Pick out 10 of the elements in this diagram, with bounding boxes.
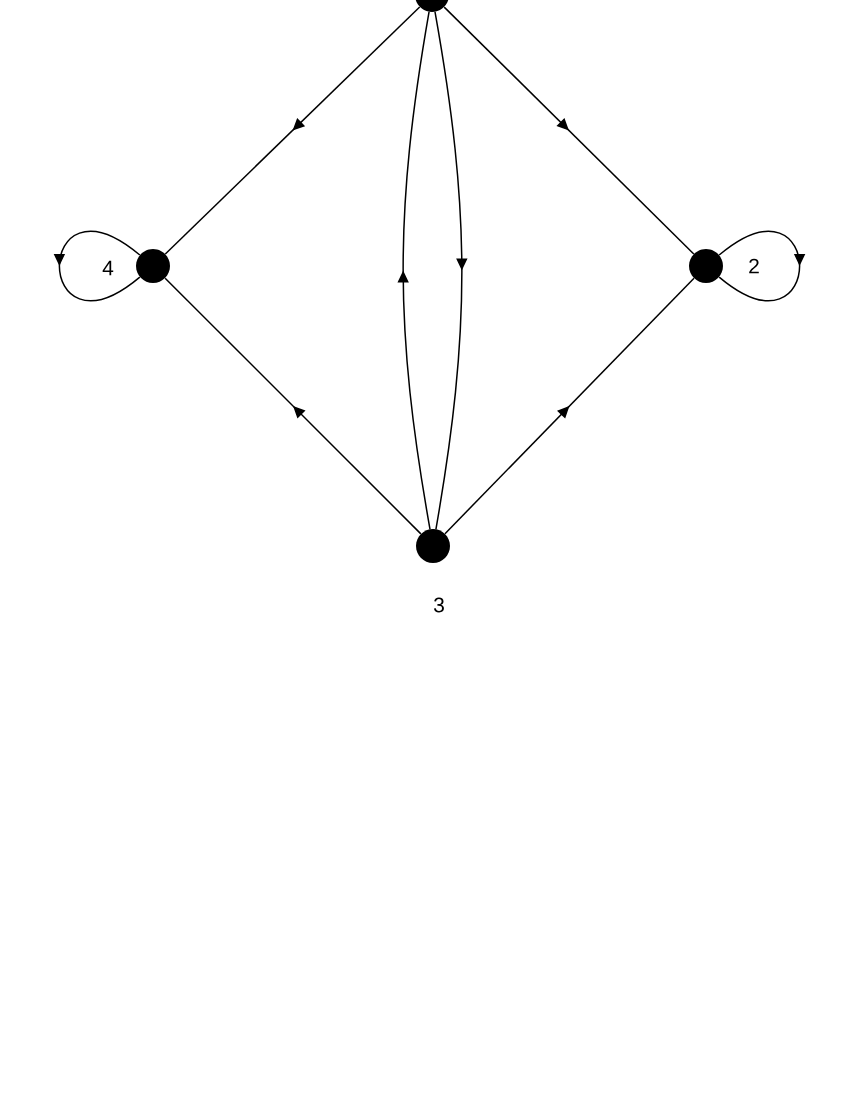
vertex-label: 3 <box>433 597 444 613</box>
vertex-label: 4 <box>102 260 114 276</box>
loop-arrow <box>718 230 806 302</box>
arrow <box>164 277 422 535</box>
arrow <box>164 6 421 255</box>
arrow <box>443 6 695 255</box>
vertex-label: 2 <box>749 258 759 274</box>
curved-arrow <box>434 11 468 530</box>
curved-arrow <box>397 11 431 530</box>
arrow <box>444 277 695 535</box>
